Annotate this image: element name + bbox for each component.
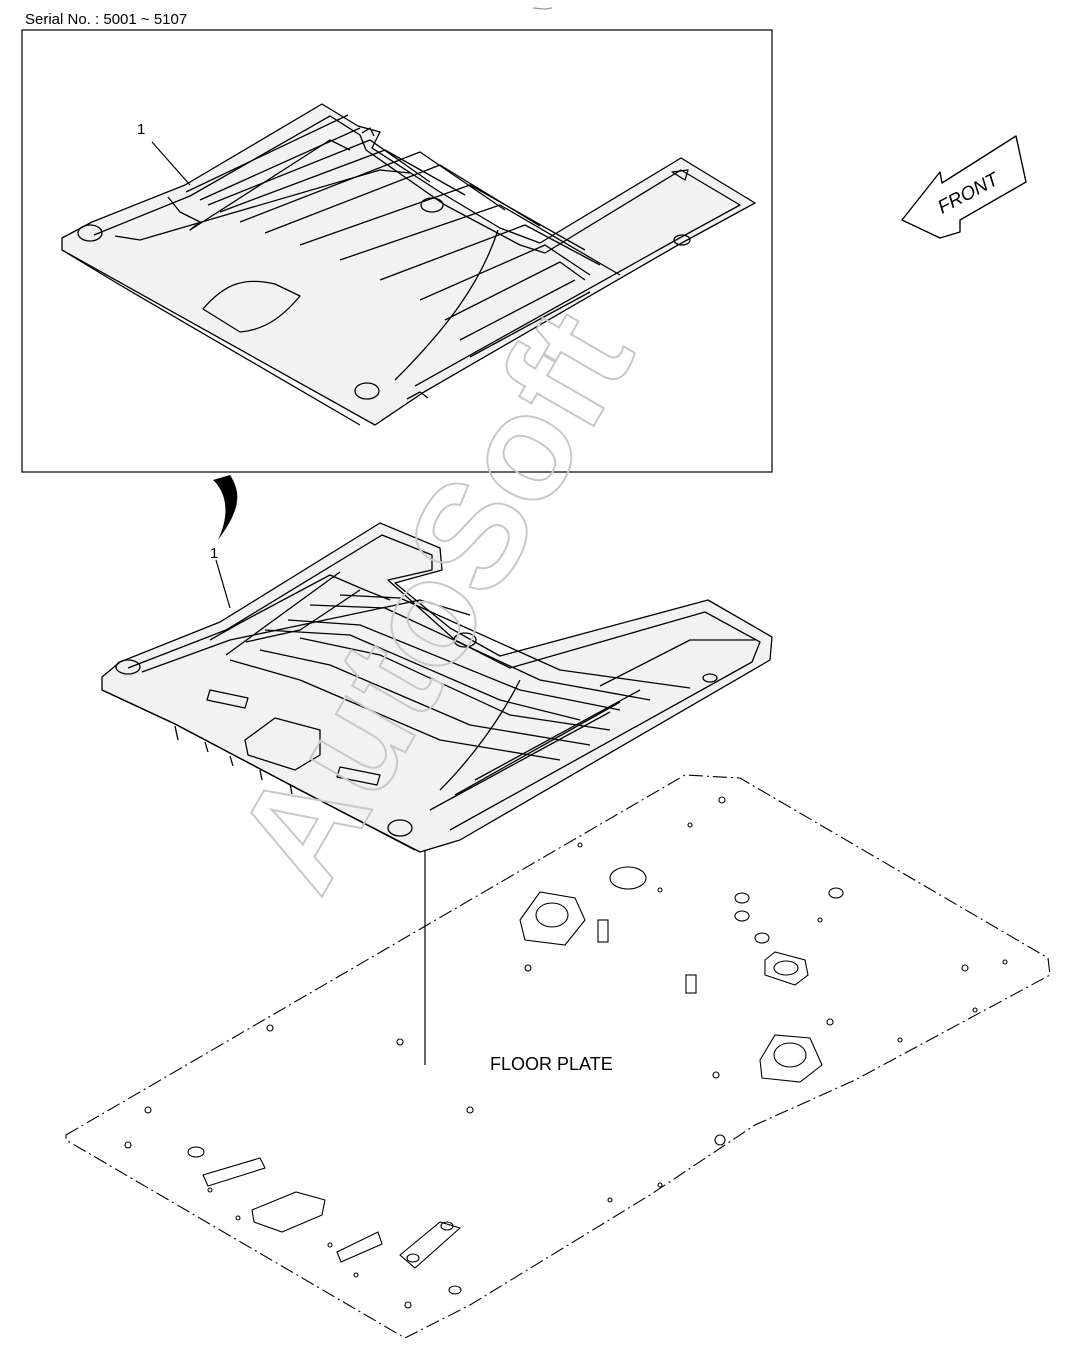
serial-number-label: Serial No. : 5001 ~ 5107 — [25, 11, 187, 28]
floor-plate-label: FLOOR PLATE — [490, 1054, 613, 1074]
callout-leader-main — [215, 559, 231, 609]
front-direction-arrow: FRONT — [901, 135, 1027, 239]
callout-number-detail: 1 — [137, 121, 145, 138]
floor-plate — [65, 774, 1051, 1339]
under-cover-main — [101, 522, 773, 853]
detail-box — [21, 29, 773, 473]
callout-leader-detail — [151, 141, 191, 186]
header-mark — [532, 7, 553, 10]
callout-number-main: 1 — [210, 545, 218, 562]
under-cover-detail — [61, 103, 756, 426]
connector-arc — [213, 475, 238, 540]
